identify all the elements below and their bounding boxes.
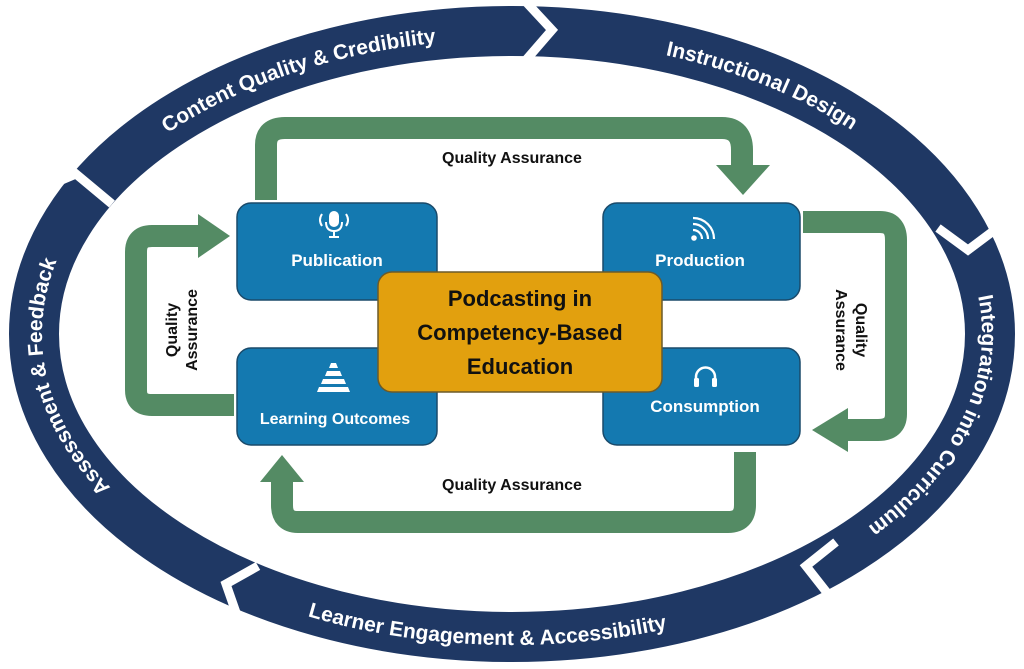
center-title-line1: Podcasting in [448,286,592,311]
center-box: Podcasting in Competency-Based Education [377,271,663,393]
pyramid-icon [317,363,350,392]
svg-text:Quality: Quality [852,303,869,357]
qa-label-bottom: Quality Assurance [442,477,582,494]
center-title-line3: Education [467,354,573,379]
microphone-icon [319,211,349,238]
arrow-bottom [271,452,756,533]
qa-label-left: Quality Assurance [164,289,201,371]
qa-label-top: Quality Assurance [442,150,582,167]
svg-text:Publication: Publication [291,251,383,270]
svg-text:Consumption: Consumption [650,397,760,416]
ring-segment-dividers [36,0,1003,626]
svg-text:Assurance: Assurance [832,289,849,371]
arrow-right [803,211,907,441]
qa-label-right: Quality Assurance [832,289,869,371]
rss-icon [691,216,716,241]
arrow-top [255,117,753,200]
headphones-icon [694,366,717,387]
svg-text:Production: Production [655,251,745,270]
arrow-left [125,225,234,416]
svg-text:Learning Outcomes: Learning Outcomes [260,411,410,428]
outer-ring [9,6,1015,662]
svg-text:Quality: Quality [164,303,181,357]
center-title-line2: Competency-Based [417,320,622,345]
svg-text:Assurance: Assurance [184,289,201,371]
